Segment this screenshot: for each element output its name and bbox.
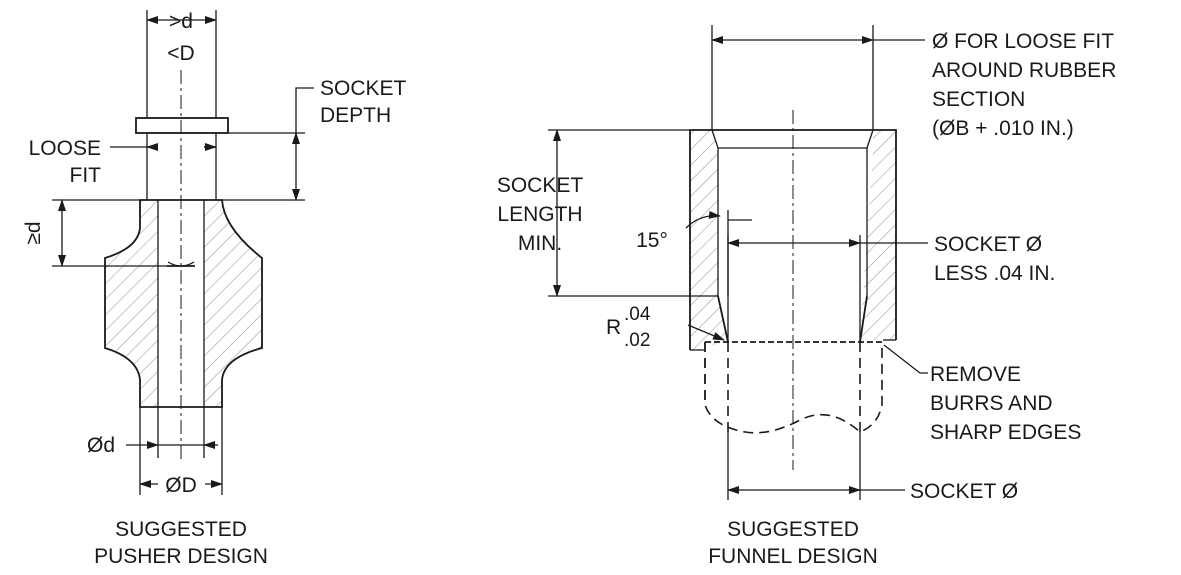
pusher-caption-line-1: SUGGESTED xyxy=(115,518,247,541)
pusher-caption-line-2: PUSHER DESIGN xyxy=(94,545,268,568)
funnel-radius-lower: .02 xyxy=(624,330,650,351)
pusher-ge-d-label: ≥d xyxy=(22,221,45,244)
funnel-caption-line-2: FUNNEL DESIGN xyxy=(708,545,878,568)
pusher-socket-depth-label: SOCKET xyxy=(320,77,407,100)
funnel-socket-dia-less-line-1: SOCKET Ø xyxy=(934,233,1042,256)
funnel-wall-hatch-right xyxy=(860,130,896,340)
funnel-radius-upper: .04 xyxy=(624,304,651,325)
funnel-wall-hatch-left xyxy=(690,130,728,350)
pusher-body-hatch-right xyxy=(204,200,262,407)
pusher-pin-head xyxy=(135,117,229,134)
pusher-dim-less-D: <D xyxy=(167,42,194,65)
pusher-dim-greater-d: >d xyxy=(169,10,193,33)
funnel-remove-burrs-line-1: REMOVE xyxy=(930,363,1021,386)
pusher-socket-depth-label-2: DEPTH xyxy=(320,104,391,127)
funnel-remove-burrs-line-3: SHARP EDGES xyxy=(930,421,1081,444)
pusher-dia-D-label: ØD xyxy=(165,474,197,497)
funnel-loose-fit-dia-line-1: Ø FOR LOOSE FIT xyxy=(932,30,1114,53)
funnel-socket-dia-label: SOCKET Ø xyxy=(910,480,1018,503)
pusher-body-hatch-left xyxy=(105,200,158,407)
funnel-caption-line-1: SUGGESTED xyxy=(727,518,859,541)
funnel-socket-length-line-2: LENGTH xyxy=(497,203,582,226)
funnel-socket-length-line-1: SOCKET xyxy=(497,174,584,197)
pusher-dia-d-label: Ød xyxy=(87,434,115,457)
funnel-design: Ø FOR LOOSE FIT AROUND RUBBER SECTION (Ø… xyxy=(497,25,1116,568)
funnel-socket-dia-less-line-2: LESS .04 IN. xyxy=(934,262,1055,285)
pusher-loose-fit-label: LOOSE xyxy=(29,137,101,160)
pusher-loose-fit-label-2: FIT xyxy=(70,164,102,187)
funnel-radius-prefix: R xyxy=(606,316,621,339)
funnel-loose-fit-dia-line-2: AROUND RUBBER xyxy=(932,59,1116,82)
funnel-loose-fit-dia-line-4: (ØB + .010 IN.) xyxy=(932,117,1074,140)
funnel-socket-length-line-3: MIN. xyxy=(518,232,562,255)
funnel-angle-label: 15° xyxy=(636,229,668,252)
pusher-design: >d <D SOCKET DEPTH LOOSE FIT ≥d Ød ØD xyxy=(22,10,407,568)
funnel-loose-fit-dia-line-3: SECTION xyxy=(932,88,1025,111)
funnel-remove-burrs-line-2: BURRS AND xyxy=(930,392,1053,415)
